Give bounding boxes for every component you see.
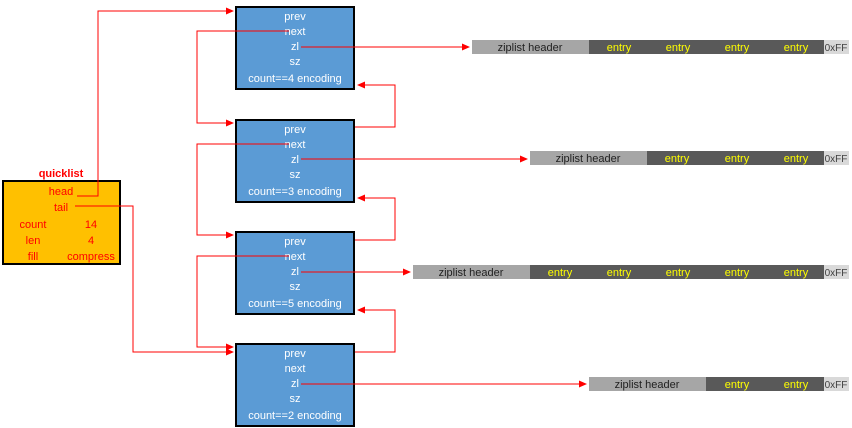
ziplist-header-cell (413, 265, 530, 279)
ziplist-header-cell (589, 377, 706, 391)
node-footer: count==2 encoding (248, 410, 342, 422)
node-box (235, 6, 355, 90)
node-box (235, 119, 355, 203)
ziplist-entry: entry (607, 267, 632, 279)
prev-pointer-arrow (355, 306, 396, 353)
quicklist-count-label: count (20, 219, 47, 231)
quicklist-count-value: 14 (85, 219, 97, 231)
ziplist-entry-cell (706, 377, 824, 391)
ziplist-entry: entry (725, 42, 750, 54)
quicklist-node-4: prev next zl sz count==2 encoding (235, 343, 355, 427)
ziplist-entry: entry (784, 267, 809, 279)
ziplist-end-marker: 0xFF (825, 268, 848, 279)
node-next-field: next (285, 251, 306, 263)
node-prev-field: prev (284, 11, 306, 23)
ziplist-entry: entry (725, 379, 750, 391)
node-zl-field: zl (291, 41, 299, 53)
quicklist-title: quicklist (39, 168, 84, 180)
ziplist-entry: entry (666, 42, 691, 54)
ziplist-entry-cell (530, 265, 824, 279)
ziplist-entry-cell (589, 40, 824, 54)
node-zl-field: zl (291, 266, 299, 278)
quicklist-tail-label: tail (54, 202, 68, 214)
quicklist-node-1: prev next zl sz count==4 encoding (235, 6, 355, 90)
node-zl-field: zl (291, 378, 299, 390)
quicklist-node-3: prev next zl sz count==5 encoding (235, 231, 355, 315)
node-footer: count==5 encoding (248, 298, 342, 310)
quicklist-struct: quicklist head tail count 14 len 4 fill … (2, 168, 121, 265)
ziplist-header-text: ziplist header (615, 379, 680, 391)
ziplist-end-cell (824, 265, 849, 279)
node-box (235, 343, 355, 427)
ziplist-end-marker: 0xFF (825, 43, 848, 54)
quicklist-fill-label: fill (28, 251, 38, 263)
ziplist-entry: entry (725, 267, 750, 279)
ziplist-entry-cell (647, 151, 824, 165)
quicklist-head-label: head (49, 186, 73, 198)
ziplist-entry: entry (607, 42, 632, 54)
quicklist-len-label: len (26, 235, 41, 247)
node-zl-field: zl (291, 154, 299, 166)
prev-pointer-arrow (355, 194, 396, 241)
node-next-field: next (285, 26, 306, 38)
node-footer: count==3 encoding (248, 186, 342, 198)
next-pointer-arrow (196, 255, 289, 351)
quicklist-box (2, 180, 121, 265)
node-sz-field: sz (290, 281, 301, 293)
node-next-field: next (285, 139, 306, 151)
ziplist-entry: entry (725, 153, 750, 165)
next-pointer-arrow (196, 30, 289, 127)
prev-pointer-arrow (355, 81, 396, 128)
node-prev-field: prev (284, 124, 306, 136)
ziplist-end-marker: 0xFF (825, 380, 848, 391)
ziplist-header-text: ziplist header (498, 42, 563, 54)
node-box (235, 231, 355, 315)
quicklist-node-2: prev next zl sz count==3 encoding (235, 119, 355, 203)
ziplist-3: ziplist header entry entry entry entry e… (413, 265, 849, 279)
ziplist-end-cell (824, 151, 849, 165)
ziplist-entry: entry (666, 267, 691, 279)
ziplist-4: ziplist header entry entry 0xFF (589, 377, 849, 391)
node-sz-field: sz (290, 169, 301, 181)
node-next-field: next (285, 363, 306, 375)
ziplist-2: ziplist header entry entry entry 0xFF (530, 151, 849, 165)
ziplist-entry: entry (784, 42, 809, 54)
node-prev-field: prev (284, 348, 306, 360)
node-footer: count==4 encoding (248, 73, 342, 85)
next-pointer-arrow (196, 143, 289, 239)
ziplist-header-text: ziplist header (556, 153, 621, 165)
ziplist-entry: entry (784, 379, 809, 391)
node-sz-field: sz (290, 393, 301, 405)
ziplist-end-cell (824, 40, 849, 54)
quicklist-compress-label: compress (67, 251, 115, 263)
ziplist-entry: entry (784, 153, 809, 165)
ziplist-header-text: ziplist header (439, 267, 504, 279)
quicklist-len-value: 4 (88, 235, 94, 247)
ziplist-entry: entry (548, 267, 573, 279)
node-prev-field: prev (284, 236, 306, 248)
ziplist-end-marker: 0xFF (825, 154, 848, 165)
ziplist-header-cell (472, 40, 589, 54)
ziplist-end-cell (824, 377, 849, 391)
head-pointer-arrow (77, 7, 234, 197)
ziplist-header-cell (530, 151, 647, 165)
node-sz-field: sz (290, 56, 301, 68)
ziplist-entry: entry (665, 153, 690, 165)
ziplist-1: ziplist header entry entry entry entry 0… (472, 40, 849, 54)
tail-pointer-arrow (75, 205, 234, 356)
